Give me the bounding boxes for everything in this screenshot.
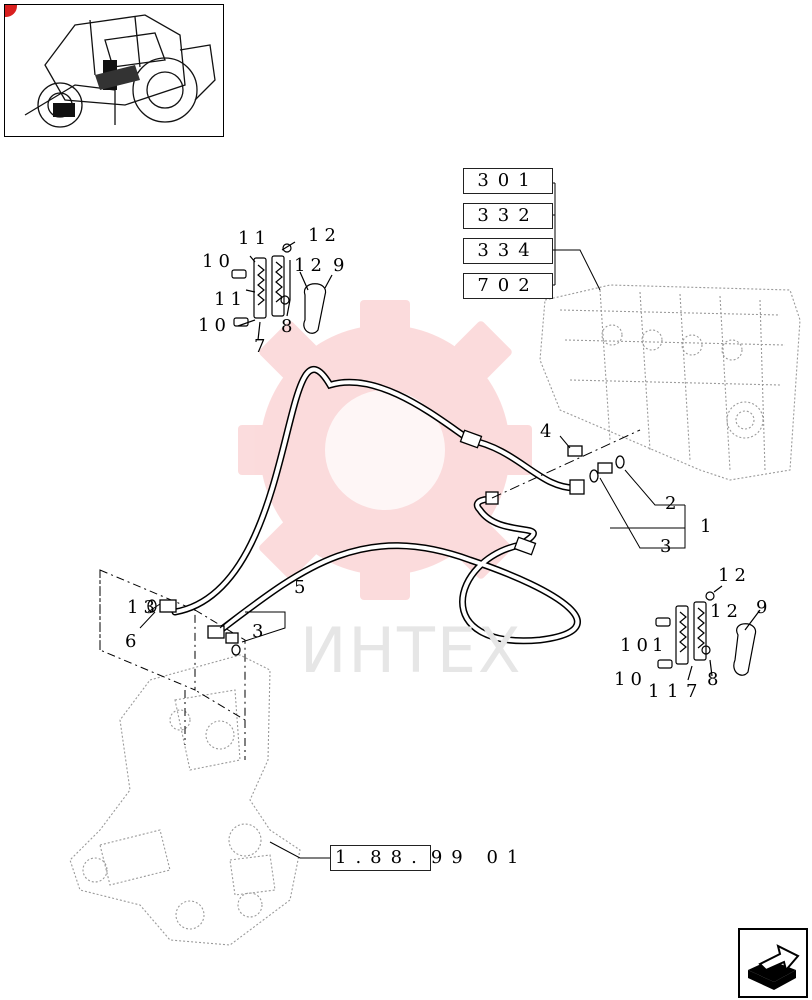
callout-1e: 1 xyxy=(667,681,684,702)
callout-8b: 8 xyxy=(707,669,724,690)
clamp-group-top xyxy=(231,241,333,341)
callout-10a: 10 xyxy=(202,251,235,272)
callout-6: 6 xyxy=(125,631,142,652)
callout-7a: 7 xyxy=(254,336,271,357)
next-page-arrow-icon xyxy=(748,944,800,990)
tractor-sketch xyxy=(24,14,216,128)
callout-1c: 1 xyxy=(652,635,669,656)
callout-8a: 8 xyxy=(281,316,298,337)
next-page-button[interactable] xyxy=(738,928,808,998)
callout-12b: 12 xyxy=(294,255,327,276)
callout-7b: 7 xyxy=(686,681,703,702)
bottom-reference-boxed: 1.88. xyxy=(330,845,431,871)
clamp-group-right xyxy=(655,585,761,681)
callout-3: 3 xyxy=(660,536,677,557)
ref-box-2[interactable]: 332 xyxy=(463,203,553,229)
callout-12c: 12 xyxy=(718,565,751,586)
hose-fittings xyxy=(147,429,625,656)
bottom-reference-link[interactable]: 1.88.99 01 xyxy=(330,845,528,871)
callout-2: 2 xyxy=(665,493,682,514)
callout-1: 1 xyxy=(700,516,717,537)
callout-4: 4 xyxy=(540,421,557,442)
watermark-text: ИНТЕХ xyxy=(300,614,523,687)
callout-5: 5 xyxy=(294,577,311,598)
callout-10c: 10 xyxy=(620,635,653,656)
callout-9a: 9 xyxy=(333,255,350,276)
callout-11a: 11 xyxy=(238,228,271,249)
callout-3b: 3 xyxy=(252,621,269,642)
callout-9b: 9 xyxy=(756,597,773,618)
callout-13: 13 xyxy=(127,597,160,618)
tractor-thumbnail xyxy=(4,4,224,137)
callout-1d: 1 xyxy=(648,681,665,702)
callout-10d: 10 xyxy=(614,669,647,690)
ref-box-4[interactable]: 702 xyxy=(463,273,553,299)
callout-12a: 12 xyxy=(308,225,341,246)
ref-box-1[interactable]: 301 xyxy=(463,168,553,194)
callout-10b: 10 xyxy=(198,315,231,336)
hydraulic-hoses xyxy=(171,365,582,645)
bottom-reference-rest: 99 01 xyxy=(430,847,528,868)
callout-11b: 11 xyxy=(214,289,247,310)
loader-frame xyxy=(69,654,301,946)
ref-box-3[interactable]: 334 xyxy=(463,238,553,264)
control-valve-block xyxy=(539,284,801,481)
callout-12d: 12 xyxy=(710,601,743,622)
assembly-outline xyxy=(99,569,246,760)
